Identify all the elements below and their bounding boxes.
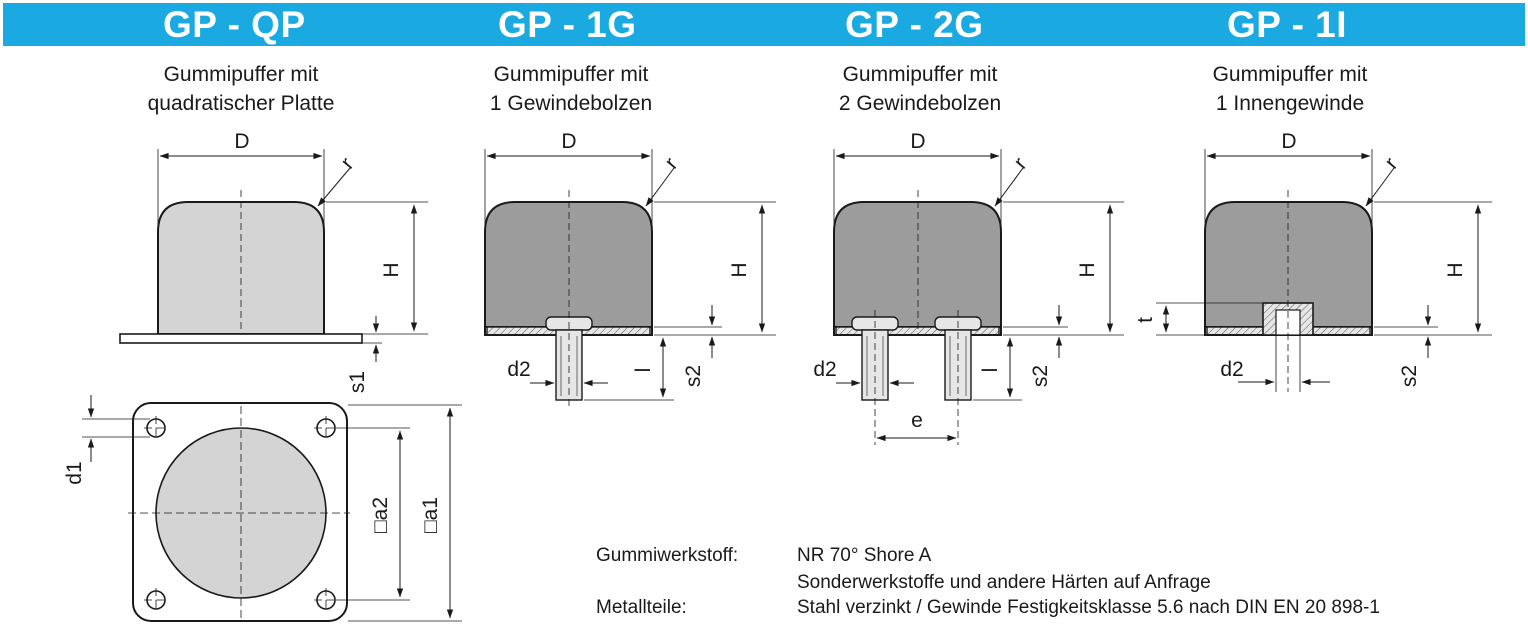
subtitle-gp-2g: Gummipuffer mit 2 Gewindebolzen [770, 60, 1070, 118]
g1-label-r: r [660, 153, 682, 173]
subtitle-line2: 1 Gewindebolzen [489, 92, 653, 115]
qp-label-a1: □a1 [419, 497, 442, 533]
i1-label-H: H [1444, 262, 1467, 277]
g2-label-D: D [910, 130, 925, 153]
title-gp-2g: GP - 2G [845, 4, 984, 45]
g2-side-view [833, 149, 1124, 445]
qp-label-H: H [380, 262, 403, 277]
i1-label-d2: d2 [1220, 358, 1243, 381]
subtitle-line1: Gummipuffer mit [1212, 63, 1368, 86]
qp-top-view [82, 395, 462, 622]
subtitle-line2: quadratischer Platte [147, 92, 335, 115]
qp-label-d1: d1 [63, 461, 86, 484]
subtitle-line1: Gummipuffer mit [842, 63, 998, 86]
g2-label-s2: s2 [1029, 365, 1052, 387]
g1-label-d2: d2 [507, 358, 530, 381]
title-gp-1g: GP - 1G [498, 4, 637, 45]
g1-label-D: D [561, 130, 576, 153]
g2-label-l: l [979, 368, 1002, 373]
i1-label-r: r [1380, 153, 1402, 173]
g1-label-H: H [728, 262, 751, 277]
metal-parts-value: Stahl verzinkt / Gewinde Festigkeitsklas… [797, 597, 1380, 618]
subtitle-gp-1i: Gummipuffer mit 1 Innengewinde [1140, 60, 1440, 118]
title-gp-qp: GP - QP [163, 4, 306, 45]
g1-label-l: l [632, 368, 655, 373]
qp-label-D: D [234, 130, 249, 153]
i1-label-s2: s2 [1398, 365, 1421, 387]
title-gp-1i: GP - 1I [1227, 4, 1348, 45]
rubber-material-value: NR 70° Shore A [797, 545, 932, 566]
g2-label-r: r [1009, 153, 1031, 173]
i1-label-t: t [1134, 317, 1157, 323]
g2-label-d2: d2 [813, 358, 836, 381]
qp-side-view [119, 149, 428, 362]
header-bar: GP - QP GP - 1G GP - 2G GP - 1I [3, 3, 1525, 46]
i1-side-view [1156, 149, 1492, 392]
subtitle-gp-qp: Gummipuffer mit quadratischer Platte [91, 60, 391, 118]
subtitle-line2: 2 Gewindebolzen [838, 92, 1002, 115]
subtitle-line1: Gummipuffer mit [493, 63, 649, 86]
subtitle-line2: 1 Innengewinde [1215, 92, 1365, 115]
rubber-material-label: Gummiwerkstoff: [596, 545, 739, 566]
qp-label-a2: □a2 [369, 497, 392, 533]
subtitle-line1: Gummipuffer mit [163, 63, 319, 86]
rubber-material-note: Sonderwerkstoffe und andere Härten auf A… [797, 572, 1211, 593]
g1-label-s2: s2 [682, 365, 705, 387]
subtitle-gp-1g: Gummipuffer mit 1 Gewindebolzen [421, 60, 721, 118]
g2-label-H: H [1076, 262, 1099, 277]
qp-label-s1: s1 [346, 371, 369, 393]
metal-parts-label: Metallteile: [596, 597, 687, 618]
g1-side-view [484, 149, 776, 408]
i1-label-D: D [1281, 130, 1296, 153]
g2-label-e: e [911, 409, 923, 432]
